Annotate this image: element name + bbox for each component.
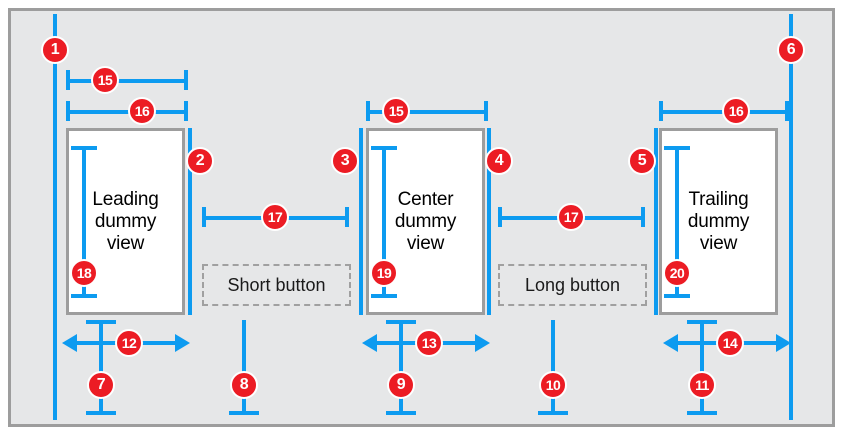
marker-17-right: 17 bbox=[557, 203, 585, 231]
dimension-tick-16-right-end bbox=[785, 101, 789, 121]
marker-16-left: 16 bbox=[128, 97, 156, 125]
arrow-right-13 bbox=[475, 334, 490, 352]
guide-line-4 bbox=[487, 128, 491, 315]
baseline-tick-8-bottom bbox=[229, 411, 259, 415]
baseline-tick-10-bottom bbox=[538, 411, 568, 415]
baseline-line-11 bbox=[700, 320, 704, 415]
baseline-tick-9-bottom bbox=[386, 411, 416, 415]
marker-15-left: 15 bbox=[91, 66, 119, 94]
marker-14: 14 bbox=[716, 329, 744, 357]
guide-line-1 bbox=[53, 14, 57, 420]
marker-9: 9 bbox=[387, 371, 415, 399]
dimension-tick-19-bottom bbox=[371, 294, 397, 298]
dimension-line-18 bbox=[82, 146, 86, 298]
trailing-label-line3: view bbox=[699, 232, 738, 254]
marker-7: 7 bbox=[87, 371, 115, 399]
baseline-tick-7-bottom bbox=[86, 411, 116, 415]
dimension-line-19 bbox=[382, 146, 386, 298]
marker-10: 10 bbox=[539, 371, 567, 399]
center-label-line3: view bbox=[406, 232, 445, 254]
leading-label-line1: Leading bbox=[92, 188, 159, 210]
baseline-line-7 bbox=[99, 320, 103, 415]
marker-5: 5 bbox=[628, 147, 656, 175]
marker-12: 12 bbox=[115, 329, 143, 357]
baseline-tick-11-top bbox=[687, 320, 717, 324]
baseline-tick-9-top bbox=[386, 320, 416, 324]
dimension-tick-15-left-start bbox=[66, 70, 70, 90]
guide-line-3 bbox=[359, 128, 363, 315]
dimension-tick-17-left-start bbox=[202, 207, 206, 227]
marker-8: 8 bbox=[230, 371, 258, 399]
dimension-tick-17-right-start bbox=[498, 207, 502, 227]
dimension-tick-18-top bbox=[71, 146, 97, 150]
marker-15-center: 15 bbox=[382, 97, 410, 125]
dimension-tick-20-top bbox=[664, 146, 690, 150]
baseline-line-10 bbox=[551, 320, 555, 415]
dimension-tick-15-center-end bbox=[484, 101, 488, 121]
marker-4: 4 bbox=[485, 147, 513, 175]
guide-line-2 bbox=[188, 128, 192, 315]
marker-20: 20 bbox=[663, 259, 691, 287]
marker-17-left: 17 bbox=[261, 203, 289, 231]
short-button-placeholder[interactable]: Short button bbox=[202, 264, 351, 306]
center-label-line2: dummy bbox=[394, 210, 457, 232]
arrow-left-12 bbox=[62, 334, 77, 352]
dimension-tick-16-left-start bbox=[66, 101, 70, 121]
trailing-dummy-view-label: Trailing dummy view bbox=[688, 189, 749, 255]
marker-6: 6 bbox=[777, 36, 805, 64]
guide-line-5 bbox=[654, 128, 658, 315]
dimension-tick-19-top bbox=[371, 146, 397, 150]
baseline-line-9 bbox=[399, 320, 403, 415]
dimension-tick-15-left-end bbox=[184, 70, 188, 90]
marker-3: 3 bbox=[331, 147, 359, 175]
dimension-tick-16-left-end bbox=[184, 101, 188, 121]
leading-dummy-view-label: Leading dummy view bbox=[92, 189, 158, 255]
marker-16-right: 16 bbox=[722, 97, 750, 125]
center-label-line1: Center bbox=[397, 188, 454, 210]
dimension-tick-16-right-start bbox=[659, 101, 663, 121]
marker-2: 2 bbox=[186, 147, 214, 175]
marker-1: 1 bbox=[41, 36, 69, 64]
dimension-line-20 bbox=[675, 146, 679, 298]
marker-13: 13 bbox=[415, 329, 443, 357]
dimension-line-16-left bbox=[66, 110, 188, 114]
long-button-placeholder[interactable]: Long button bbox=[498, 264, 647, 306]
arrow-left-13 bbox=[362, 334, 377, 352]
dimension-tick-17-left-end bbox=[345, 207, 349, 227]
dimension-line-15-left bbox=[66, 79, 188, 83]
baseline-tick-7-top bbox=[86, 320, 116, 324]
guide-line-6 bbox=[789, 14, 793, 420]
baseline-tick-11-bottom bbox=[687, 411, 717, 415]
marker-19: 19 bbox=[370, 259, 398, 287]
marker-11: 11 bbox=[688, 371, 716, 399]
dimension-tick-17-right-end bbox=[641, 207, 645, 227]
dimension-tick-20-bottom bbox=[664, 294, 690, 298]
short-button-label: Short button bbox=[227, 274, 326, 295]
dimension-line-15-center bbox=[366, 110, 488, 114]
arrow-right-12 bbox=[175, 334, 190, 352]
trailing-label-line2: dummy bbox=[687, 210, 750, 232]
trailing-label-line1: Trailing bbox=[688, 188, 749, 210]
arrow-left-14 bbox=[663, 334, 678, 352]
leading-label-line2: dummy bbox=[94, 210, 157, 232]
center-dummy-view-label: Center dummy view bbox=[395, 189, 456, 255]
dimension-tick-15-center-start bbox=[366, 101, 370, 121]
arrow-right-14 bbox=[776, 334, 791, 352]
leading-label-line3: view bbox=[106, 232, 145, 254]
dimension-tick-18-bottom bbox=[71, 294, 97, 298]
marker-18: 18 bbox=[70, 259, 98, 287]
baseline-line-8 bbox=[242, 320, 246, 415]
long-button-label: Long button bbox=[524, 274, 621, 295]
